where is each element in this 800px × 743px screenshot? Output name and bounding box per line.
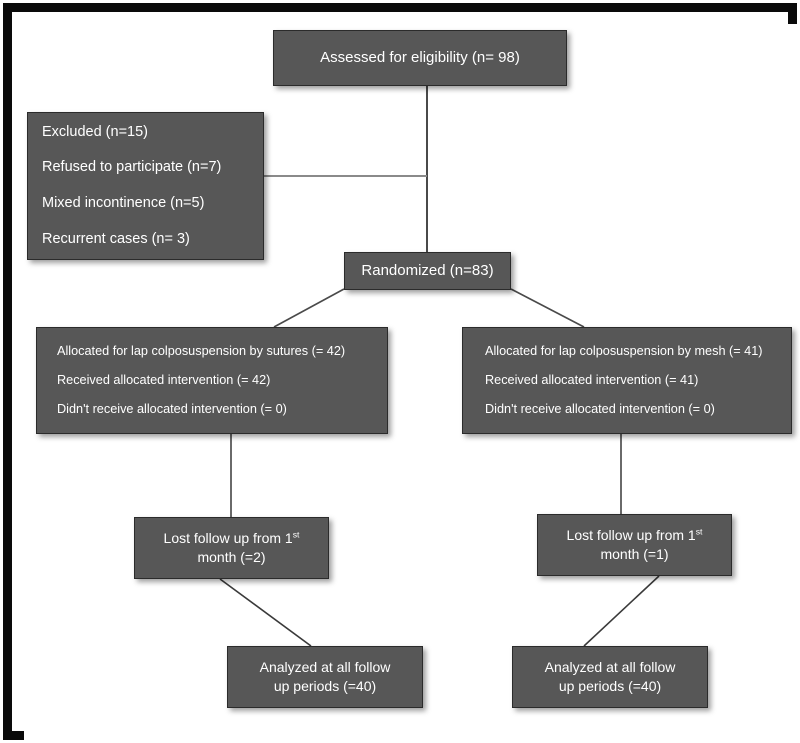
ordinal-suffix-superscript: st: [695, 526, 703, 537]
ordinal-suffix-superscript: st: [292, 529, 300, 540]
node-analyzed-right-line-2: up periods (=40): [558, 678, 662, 694]
node-analyzed-right: Analyzed at all follow up periods (=40): [512, 646, 708, 708]
node-allocation-mesh: Allocated for lap colposuspension by mes…: [462, 327, 792, 434]
node-randomized: Randomized (n=83): [344, 252, 511, 290]
node-lost-followup-left-line-1-text: Lost follow up from 1: [163, 530, 293, 547]
node-excluded: Excluded (n=15) Refused to participate (…: [27, 112, 264, 260]
node-allocation-mesh-line-1: Allocated for lap colposuspension by mes…: [485, 343, 763, 358]
figure-outer-border: Assessed for eligibility (n= 98) Exclude…: [3, 3, 800, 743]
node-excluded-line-2: Refused to participate (n=7): [42, 159, 222, 176]
node-assessed-for-eligibility: Assessed for eligibility (n= 98): [273, 30, 567, 86]
node-lost-followup-right-line-2: month (=1): [600, 546, 669, 562]
node-lost-followup-right: Lost follow up from 1st month (=1): [537, 514, 732, 576]
node-analyzed-left: Analyzed at all follow up periods (=40): [227, 646, 423, 708]
edge-randomized-to-allocation-right: [510, 288, 585, 328]
node-allocation-mesh-line-2: Received allocated intervention (= 41): [485, 372, 699, 387]
node-lost-followup-left-line-1: Lost follow up from 1st: [164, 529, 300, 548]
node-analyzed-left-line-1: Analyzed at all follow: [259, 659, 391, 676]
edge-randomized-to-allocation-left: [273, 288, 345, 328]
node-excluded-line-1: Excluded (n=15): [42, 123, 148, 140]
node-excluded-line-3: Mixed incontinence (n=5): [42, 195, 205, 211]
node-lost-followup-left: Lost follow up from 1st month (=2): [134, 517, 329, 579]
node-allocation-sutures-line-2: Received allocated intervention (= 42): [57, 372, 271, 387]
node-assessed-line-1: Assessed for eligibility (n= 98): [320, 48, 520, 66]
node-lost-followup-right-line-1-text: Lost follow up from 1: [566, 527, 696, 544]
node-allocation-mesh-line-3: Didn't receive allocated intervention (=…: [485, 402, 715, 417]
node-randomized-line-1: Randomized (n=83): [361, 261, 494, 279]
node-lost-followup-right-line-1: Lost follow up from 1st: [567, 526, 703, 545]
node-analyzed-right-line-1: Analyzed at all follow: [544, 659, 676, 676]
node-allocation-sutures-line-3: Didn't receive allocated intervention (=…: [57, 402, 287, 417]
node-analyzed-left-line-2: up periods (=40): [273, 678, 377, 694]
node-allocation-sutures-line-1: Allocated for lap colposuspension by sut…: [57, 343, 346, 358]
node-allocation-sutures: Allocated for lap colposuspension by sut…: [36, 327, 388, 434]
edge-lost-right-to-analyzed-right: [583, 575, 660, 647]
edge-lost-left-to-analyzed-left: [219, 578, 312, 647]
diagram-canvas: Assessed for eligibility (n= 98) Exclude…: [24, 24, 800, 743]
node-lost-followup-left-line-2: month (=2): [197, 549, 266, 565]
node-excluded-line-4: Recurrent cases (n= 3): [42, 230, 190, 247]
